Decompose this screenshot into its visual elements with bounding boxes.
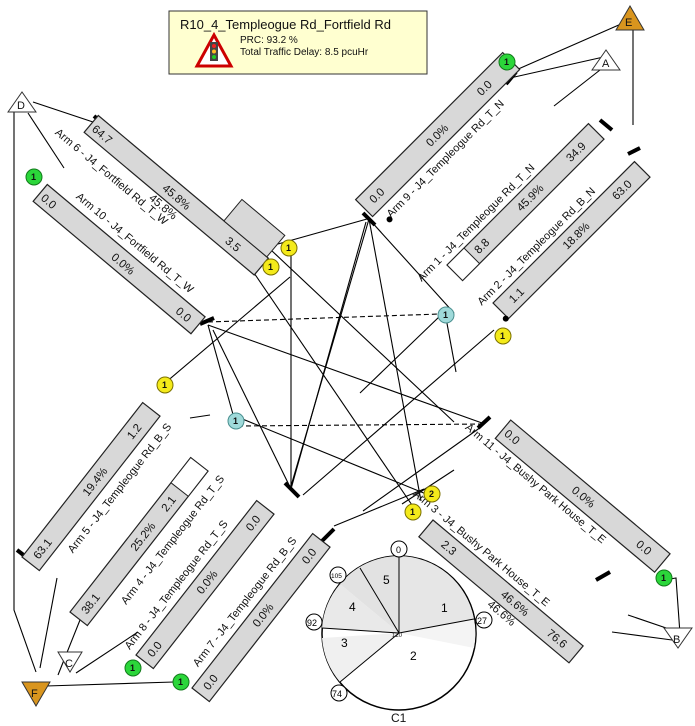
node-a[interactable]: A bbox=[591, 49, 621, 71]
traffic-light-warning-icon bbox=[194, 31, 234, 68]
node-d[interactable]: D bbox=[7, 91, 37, 113]
signal-yellow-w2[interactable]: 1 bbox=[262, 258, 280, 276]
lane-arm6[interactable]: 64.7 45.8% 45.8% 3.5 Arm 6 - J4_Fortfiel… bbox=[53, 80, 287, 293]
stage-3-label: 3 bbox=[341, 636, 348, 650]
signal-cyan-sw[interactable]: 1 bbox=[227, 412, 245, 430]
info-box-title: R10_4_Templeogue Rd_Fortfield Rd bbox=[180, 17, 391, 32]
signal-yellow-e2[interactable]: 2 bbox=[423, 485, 441, 503]
node-c[interactable]: C bbox=[57, 651, 83, 673]
svg-text:0: 0 bbox=[396, 545, 401, 555]
time-marker-27: 27 bbox=[475, 611, 493, 629]
node-f[interactable]: F bbox=[21, 681, 51, 707]
signal-yellow-n[interactable]: 1 bbox=[494, 327, 512, 345]
info-box-prc: PRC: 93.2 % bbox=[240, 35, 298, 46]
svg-text:1: 1 bbox=[268, 262, 273, 272]
signal-yellow-e1[interactable]: 1 bbox=[404, 503, 422, 521]
svg-text:1: 1 bbox=[178, 677, 183, 687]
svg-text:A: A bbox=[602, 58, 610, 70]
svg-text:1: 1 bbox=[504, 57, 509, 67]
svg-text:B: B bbox=[673, 634, 680, 646]
signal-green-se[interactable]: 1 bbox=[655, 569, 673, 587]
signal-yellow-w1[interactable]: 1 bbox=[280, 239, 298, 257]
svg-text:2: 2 bbox=[429, 489, 434, 499]
stage-1-label: 1 bbox=[441, 601, 448, 615]
internal-flows bbox=[164, 218, 495, 527]
time-marker-105: 105 bbox=[329, 566, 347, 584]
svg-text:92: 92 bbox=[307, 618, 317, 628]
svg-text:F: F bbox=[31, 688, 38, 700]
svg-text:27: 27 bbox=[477, 616, 487, 626]
signal-green-ne[interactable]: 1 bbox=[498, 53, 516, 71]
stage-2-label: 2 bbox=[410, 649, 417, 663]
node-e[interactable]: E bbox=[615, 5, 645, 31]
lane-arm5[interactable]: 63.1 19.4% 1.2 Arm 5 - J4_Templeogue Rd_… bbox=[21, 401, 175, 583]
signals: 1 1 1 1 1 1 1 1 2 1 1 1 1 bbox=[25, 53, 673, 691]
svg-text:C: C bbox=[65, 658, 73, 670]
svg-text:74: 74 bbox=[332, 689, 342, 699]
signal-green-nw[interactable]: 1 bbox=[25, 168, 43, 186]
info-box[interactable]: R10_4_Templeogue Rd_Fortfield Rd PRC: 93… bbox=[168, 10, 428, 75]
signal-cyan-ne[interactable]: 1 bbox=[437, 306, 455, 324]
svg-text:E: E bbox=[625, 17, 632, 29]
svg-text:1: 1 bbox=[410, 507, 415, 517]
cycle-centre-label: 120 bbox=[392, 633, 403, 639]
signal-yellow-sw[interactable]: 1 bbox=[156, 376, 174, 394]
stage-sequence-pie[interactable]: 120 1 2 3 4 5 0 27 74 92 105 C1 bbox=[305, 540, 493, 725]
info-box-delay: Total Traffic Delay: 8.5 pcuHr bbox=[240, 47, 369, 58]
svg-text:1: 1 bbox=[443, 310, 448, 320]
time-marker-92: 92 bbox=[305, 613, 323, 631]
stage-4-label: 4 bbox=[349, 600, 356, 614]
time-marker-74: 74 bbox=[330, 684, 348, 702]
svg-text:1: 1 bbox=[500, 331, 505, 341]
svg-text:1: 1 bbox=[286, 243, 291, 253]
svg-text:D: D bbox=[17, 100, 25, 112]
svg-text:1: 1 bbox=[130, 663, 135, 673]
signal-green-sw1[interactable]: 1 bbox=[124, 659, 142, 677]
svg-text:1: 1 bbox=[31, 172, 36, 182]
stage-5-label: 5 bbox=[383, 573, 390, 587]
svg-text:1: 1 bbox=[233, 416, 238, 426]
cycle-name: C1 bbox=[391, 711, 407, 725]
svg-text:1: 1 bbox=[661, 573, 666, 583]
signal-green-sw2[interactable]: 1 bbox=[172, 673, 190, 691]
time-marker-0: 0 bbox=[390, 540, 408, 558]
svg-text:105: 105 bbox=[331, 573, 342, 580]
svg-text:1: 1 bbox=[162, 380, 167, 390]
node-b[interactable]: B bbox=[663, 627, 693, 649]
